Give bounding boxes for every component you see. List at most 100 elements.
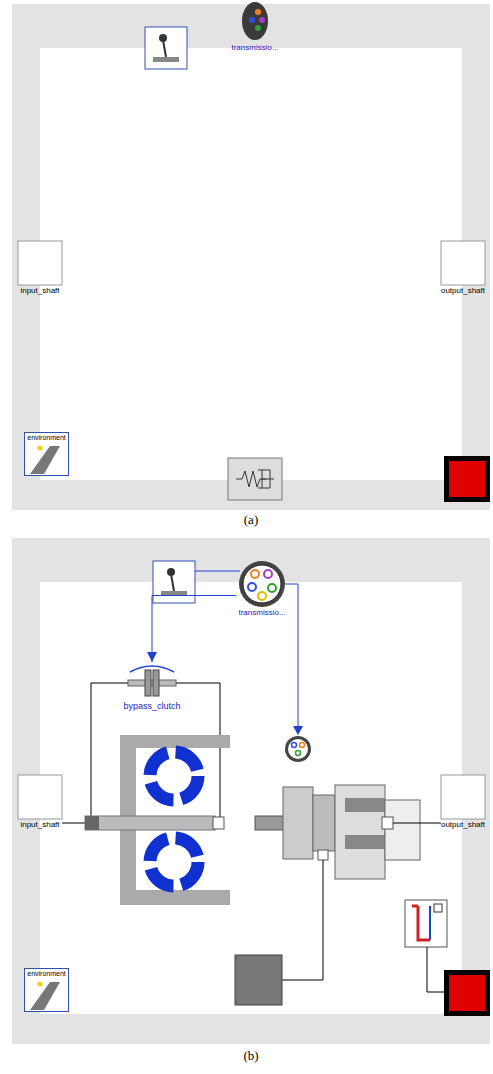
- sensor-box: [434, 904, 442, 912]
- lever-stick: [171, 574, 174, 591]
- lever-icon: [145, 27, 187, 69]
- bus-ring: [258, 592, 266, 600]
- node-label: transmissio...: [236, 607, 288, 618]
- gear-ring: [335, 785, 385, 879]
- panel-frame: [12, 538, 490, 1044]
- mount-red: [449, 461, 485, 497]
- bus-dot: [249, 17, 255, 23]
- flange-box: [18, 241, 62, 285]
- icon-space: [18, 775, 62, 819]
- shaft-wire: [62, 823, 85, 824]
- road-symbol: [30, 982, 60, 1010]
- lever-base: [153, 57, 179, 62]
- clutch-actuator: [130, 666, 174, 672]
- road-symbol: [30, 446, 60, 474]
- sun-symbol: [38, 982, 43, 987]
- sensor-icon: [405, 900, 447, 947]
- environment-box: environment: [24, 432, 69, 476]
- mount-frame: [444, 456, 490, 502]
- wire-arrowhead: [293, 726, 303, 735]
- clutch-plate: [153, 670, 159, 696]
- flange-label: input_shaft: [18, 241, 62, 296]
- bus-face: [288, 739, 308, 759]
- bus-ring: [264, 570, 272, 578]
- bus-ring: [296, 751, 301, 756]
- icon-space: [439, 241, 488, 285]
- lever-icon: [153, 561, 195, 603]
- flange-label: output_shaft: [439, 241, 488, 296]
- shaft-end: [85, 816, 99, 830]
- support-wire: [282, 860, 323, 980]
- node-label: input_shaft: [18, 285, 62, 296]
- clutch-label: bypass_clutch: [121, 662, 183, 712]
- sensor-wire: [427, 947, 444, 992]
- signal-connector: [152, 596, 236, 663]
- lever-base: [161, 591, 187, 596]
- node-label: environment: [27, 970, 66, 978]
- bus-icon: [285, 736, 311, 762]
- bus-face: [243, 565, 281, 603]
- panel-caption: (b): [243, 1048, 258, 1064]
- lever-stick: [163, 40, 166, 57]
- housing-block: [235, 955, 282, 1005]
- lever-knob: [159, 34, 167, 42]
- flange-port: [382, 817, 393, 829]
- bus-ring: [251, 570, 259, 578]
- gear-drum: [313, 795, 335, 851]
- node-label: output_shaft: [439, 819, 488, 830]
- clutch-plate: [145, 670, 151, 696]
- icon-space: [439, 775, 488, 819]
- clutch-shaft: [128, 680, 176, 686]
- lever-knob: [167, 568, 175, 576]
- panel-caption: (a): [244, 512, 258, 528]
- flange-box: [18, 775, 62, 819]
- environment-ground: [24, 432, 68, 476]
- bus-label: transmissio...: [229, 2, 281, 53]
- node-label: environment: [27, 434, 66, 442]
- bus-label: transmissio...: [236, 561, 288, 618]
- flange-label: output_shaft: [439, 775, 488, 830]
- bus-dot: [255, 9, 261, 15]
- flange-box: [441, 775, 485, 819]
- sun-symbol: [38, 446, 43, 451]
- icon-space: [18, 241, 62, 285]
- environment-ground: [24, 968, 68, 1012]
- gear-shaft: [255, 816, 285, 830]
- flange-label: input_shaft: [18, 775, 62, 830]
- clutch-wire: [91, 683, 220, 823]
- mount-red: [449, 975, 485, 1011]
- converter-torus: [150, 752, 198, 800]
- planet-gear: [345, 798, 385, 812]
- bus-ring: [292, 743, 297, 748]
- bus-dot: [255, 25, 261, 31]
- sensor-red: [412, 906, 430, 940]
- gear-carrier: [385, 800, 420, 860]
- shaft-wire: [393, 823, 441, 824]
- support-port: [318, 850, 328, 860]
- panel-ground: [40, 582, 462, 1014]
- node-label: output_shaft: [439, 285, 488, 296]
- bus-wire: [285, 584, 298, 727]
- icon-space: [236, 561, 288, 607]
- mount-frame: [444, 970, 490, 1016]
- gear-drum: [283, 787, 313, 859]
- damper-symbol: [258, 470, 274, 488]
- environment-box: environment: [24, 968, 69, 1012]
- panel-ground: [40, 48, 462, 480]
- icon-space: [229, 2, 281, 42]
- node-label: transmissio...: [229, 42, 281, 53]
- converter-shaft: [85, 816, 215, 830]
- panel-frame: [12, 4, 490, 510]
- flange-port: [213, 817, 224, 829]
- spring-damper: [228, 458, 282, 500]
- converter-torus: [150, 838, 198, 886]
- flange-box: [441, 241, 485, 285]
- bus-ring: [248, 583, 256, 591]
- bus-icon: [242, 2, 268, 40]
- signal-wire: [195, 571, 240, 572]
- sensor-blue: [429, 906, 431, 940]
- bus-ring: [300, 743, 305, 748]
- bus-dot: [259, 17, 265, 23]
- bus-icon: [239, 561, 285, 607]
